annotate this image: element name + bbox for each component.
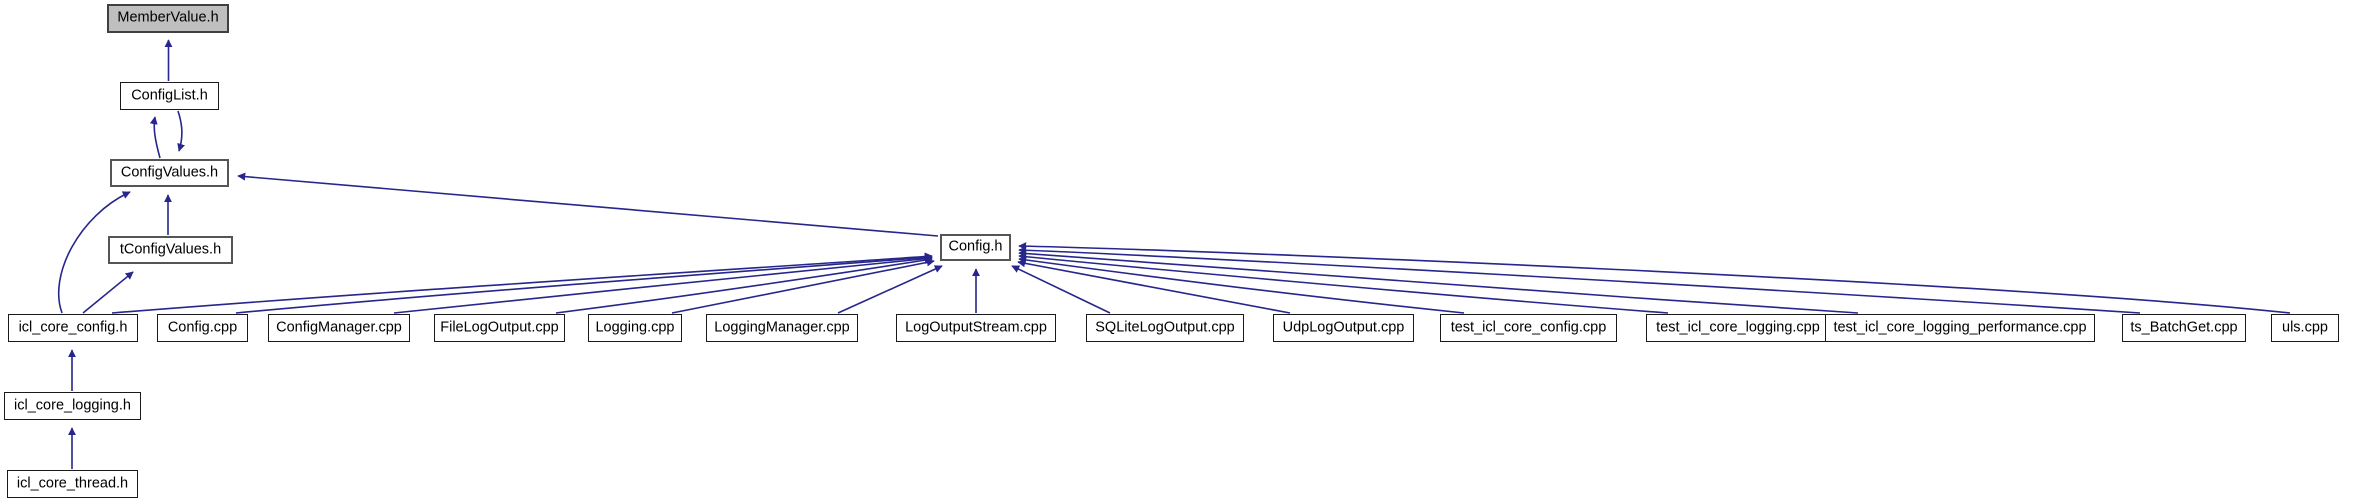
edge-configcpp-to-config xyxy=(235,253,933,314)
node-label: test_icl_core_config.cpp xyxy=(1450,319,1607,336)
node-label: test_icl_core_logging_performance.cpp xyxy=(1833,319,2087,336)
node-config-h[interactable]: Config.h xyxy=(940,234,1011,261)
edge-testiclcoreconfigcpp-to-config xyxy=(1018,256,1465,314)
edge-loggingcpp-to-config xyxy=(671,258,935,314)
node-label: LoggingManager.cpp xyxy=(714,319,850,336)
node-label: icl_core_logging.h xyxy=(14,397,131,414)
edge-loggingmanagercpp-to-config xyxy=(837,265,943,314)
edge-configvalues-to-configlist xyxy=(149,116,161,159)
edge-testiclcoreloggingcpp-to-config xyxy=(1018,252,1669,314)
node-configlist-h[interactable]: ConfigList.h xyxy=(120,82,219,110)
node-label: icl_core_config.h xyxy=(18,319,128,336)
edge-iclcoreconfig-to-config xyxy=(111,252,933,314)
node-label: uls.cpp xyxy=(2282,319,2328,336)
node-filelogoutput-cpp[interactable]: FileLogOutput.cpp xyxy=(434,314,565,342)
node-label: test_icl_core_logging.cpp xyxy=(1656,319,1820,336)
node-label: Config.h xyxy=(948,238,1003,255)
node-label: MemberValue.h xyxy=(117,9,219,26)
node-label: Config.cpp xyxy=(167,319,238,336)
node-label: ConfigList.h xyxy=(131,87,208,104)
edge-configlist-to-configvalues xyxy=(177,110,185,152)
node-configvalues-h[interactable]: ConfigValues.h xyxy=(110,159,229,187)
node-config-cpp[interactable]: Config.cpp xyxy=(157,314,248,342)
node-label: FileLogOutput.cpp xyxy=(440,319,559,336)
edge-sqlitelogoutputcpp-to-config xyxy=(1011,265,1111,314)
node-label: UdpLogOutput.cpp xyxy=(1282,319,1405,336)
node-label: ts_BatchGet.cpp xyxy=(2130,319,2238,336)
node-test-icl-core-config-cpp[interactable]: test_icl_core_config.cpp xyxy=(1440,314,1617,342)
node-tconfigvalues-h[interactable]: tConfigValues.h xyxy=(108,236,233,264)
node-configmanager-cpp[interactable]: ConfigManager.cpp xyxy=(268,314,410,342)
edge-filelogoutputcpp-to-config xyxy=(555,256,933,314)
edge-configmanagercpp-to-config xyxy=(393,254,933,314)
node-udplogoutput-cpp[interactable]: UdpLogOutput.cpp xyxy=(1273,314,1414,342)
node-logoutputstream-cpp[interactable]: LogOutputStream.cpp xyxy=(896,314,1056,342)
edge-config-to-configvalues xyxy=(237,172,939,237)
node-icl-core-logging-h[interactable]: icl_core_logging.h xyxy=(4,392,141,420)
node-label: ConfigValues.h xyxy=(120,164,219,181)
node-test-icl-core-logging-cpp[interactable]: test_icl_core_logging.cpp xyxy=(1646,314,1830,342)
node-icl-core-thread-h[interactable]: icl_core_thread.h xyxy=(7,470,138,498)
node-label: icl_core_thread.h xyxy=(16,475,129,492)
node-logging-cpp[interactable]: Logging.cpp xyxy=(588,314,682,342)
node-label: SQLiteLogOutput.cpp xyxy=(1095,319,1235,336)
node-membervalue-h[interactable]: MemberValue.h xyxy=(107,4,229,33)
edge-udplogoutputcpp-to-config xyxy=(1017,259,1291,314)
node-uls-cpp[interactable]: uls.cpp xyxy=(2271,314,2339,342)
node-label: LogOutputStream.cpp xyxy=(905,319,1047,336)
node-test-icl-core-logging-performance-cpp[interactable]: test_icl_core_logging_performance.cpp xyxy=(1825,314,2095,342)
edge-tsbatchgetcpp-to-config xyxy=(1018,246,2141,314)
node-label: tConfigValues.h xyxy=(119,241,222,258)
node-ts-batchget-cpp[interactable]: ts_BatchGet.cpp xyxy=(2122,314,2246,342)
node-icl-core-config-h[interactable]: icl_core_config.h xyxy=(8,314,138,342)
edge-iclcoreconfig-to-tconfigvalues xyxy=(82,271,134,314)
node-label: ConfigManager.cpp xyxy=(276,319,402,336)
edge-testiclcoreloggingperformancecpp-to-config xyxy=(1018,249,1859,314)
node-label: Logging.cpp xyxy=(595,319,675,336)
edge-ulscpp-to-config xyxy=(1018,242,2291,314)
node-sqlitelogoutput-cpp[interactable]: SQLiteLogOutput.cpp xyxy=(1086,314,1244,342)
node-loggingmanager-cpp[interactable]: LoggingManager.cpp xyxy=(706,314,858,342)
